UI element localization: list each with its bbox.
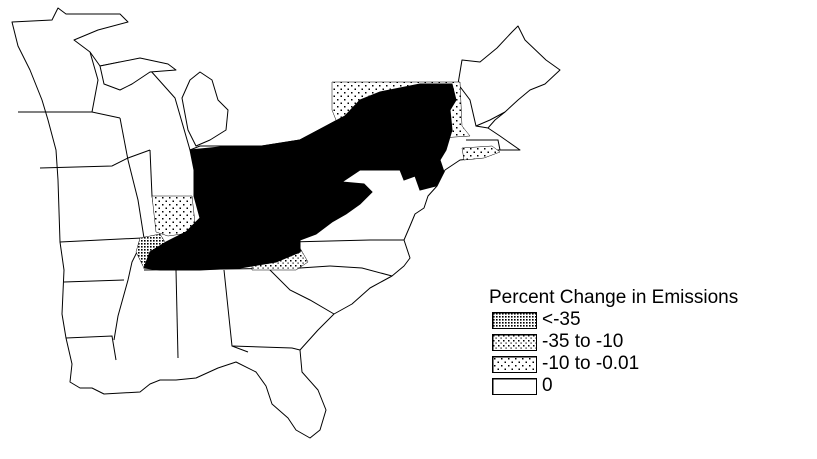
region-sparse-ny-coast <box>461 145 501 161</box>
legend-item: 0 <box>492 375 738 397</box>
legend-item: -35 to -10 <box>492 331 738 353</box>
legend-swatch-medium <box>492 333 537 351</box>
region-black-block <box>143 83 457 271</box>
michigan-upper <box>181 71 229 147</box>
michigan-lower <box>99 57 177 91</box>
legend-swatch-dense <box>492 311 537 329</box>
legend-label: -35 to -10 <box>542 331 624 352</box>
legend-title: Percent Change in Emissions <box>489 287 739 308</box>
legend-item: <-35 <box>492 309 738 331</box>
legend-label: <-35 <box>542 309 581 330</box>
legend-swatch-none <box>492 377 537 395</box>
legend-swatch-sparse <box>492 355 537 373</box>
legend-label: 0 <box>542 375 553 396</box>
map-legend: Percent Change in Emissions <-35 -35 to … <box>489 287 738 397</box>
legend-item: -10 to -0.01 <box>492 353 738 375</box>
legend-label: -10 to -0.01 <box>542 353 640 374</box>
